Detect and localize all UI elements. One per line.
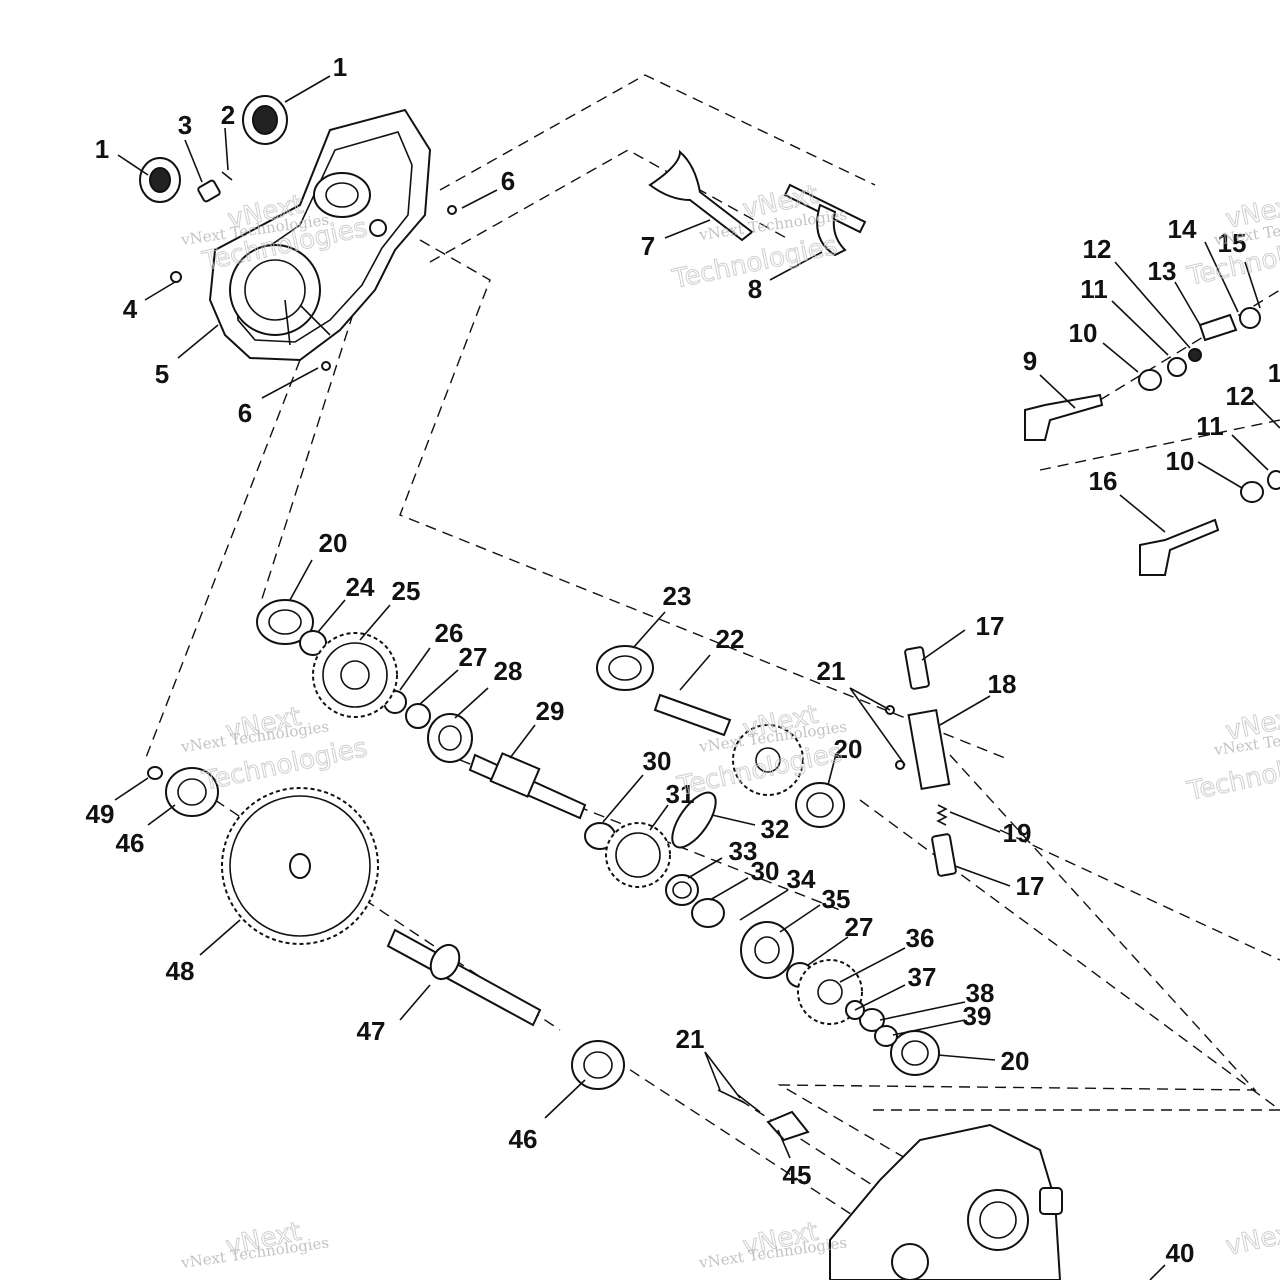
bearing-part <box>256 599 314 645</box>
callout-number: 27 <box>459 642 488 672</box>
callout-number: 11 <box>1196 411 1224 441</box>
shift-guide-part <box>885 646 957 877</box>
callout-number: 13 <box>1148 256 1177 286</box>
callout-number: 27 <box>845 912 874 942</box>
crankcase-cover-part <box>208 108 432 362</box>
callout-number: 49 <box>86 799 115 829</box>
callout-number: 21 <box>676 1024 705 1054</box>
leader-lines <box>114 75 1280 1280</box>
callout-number: 6 <box>501 166 515 196</box>
callout-number: 30 <box>643 746 672 776</box>
shift-fork-part <box>648 149 867 257</box>
callout-number: 17 <box>976 611 1005 641</box>
watermark-text: vNext <box>1223 1217 1280 1262</box>
bearing-part <box>596 645 654 691</box>
callout-number: 21 <box>817 656 846 686</box>
callout-number: 1 <box>333 52 347 82</box>
callout-number: 30 <box>751 856 780 886</box>
bearing-part <box>795 782 845 828</box>
callout-number: 39 <box>963 1001 992 1031</box>
collar-part <box>427 713 473 763</box>
output-shaft-part <box>386 928 542 1027</box>
crankcase-part <box>829 1123 1063 1280</box>
callout-number: 38 <box>966 978 995 1008</box>
bearing-part <box>571 1040 625 1090</box>
callout-number: 16 <box>1089 466 1118 496</box>
callout-number: 17 <box>1016 871 1045 901</box>
callout-number: 3 <box>178 110 192 140</box>
callout-number: 35 <box>822 884 851 914</box>
callout-number: 37 <box>908 962 937 992</box>
watermark: vNext vNext Technologies Technologies vN… <box>179 179 1280 1272</box>
callout-number: 20 <box>1001 1046 1030 1076</box>
callout-number: 12 <box>1226 381 1255 411</box>
callout-number: 18 <box>988 669 1017 699</box>
callout-number: 32 <box>761 814 790 844</box>
callout-number: 5 <box>155 359 169 389</box>
callout-number: 2 <box>221 100 235 130</box>
callout-number: 40 <box>1166 1238 1195 1268</box>
callout-number: 45 <box>783 1160 812 1190</box>
callout-number: 48 <box>166 956 195 986</box>
bearing-part <box>890 1030 940 1076</box>
callout-number: 34 <box>787 864 816 894</box>
callout-number: 4 <box>123 294 138 324</box>
callout-number: 14 <box>1168 214 1197 244</box>
callout-number: 20 <box>319 528 348 558</box>
needle-bearing-part <box>665 791 865 1020</box>
callout-number: 1 <box>95 134 109 164</box>
shift-drum-part <box>1024 307 1280 576</box>
gear-part <box>732 724 804 796</box>
callout-number: 1 <box>1268 358 1280 388</box>
callout-number: 26 <box>435 618 464 648</box>
callout-number: 25 <box>392 576 421 606</box>
callout-number: 20 <box>834 734 863 764</box>
callout-number: 47 <box>357 1016 386 1046</box>
callout-number: 23 <box>663 581 692 611</box>
callout-number: 31 <box>666 779 695 809</box>
oil-seal-part <box>242 95 288 145</box>
callout-number: 24 <box>346 572 375 602</box>
large-gear-part <box>221 787 379 945</box>
callout-number: 6 <box>238 398 252 428</box>
callout-number: 7 <box>641 231 655 261</box>
callout-number: 19 <box>1003 818 1032 848</box>
callout-number: 10 <box>1069 318 1098 348</box>
callout-number: 33 <box>729 836 758 866</box>
callout-number: 22 <box>716 624 745 654</box>
dowel-pin-part <box>170 171 457 371</box>
lock-plate-part <box>717 1089 810 1142</box>
callout-number: 46 <box>509 1124 538 1154</box>
mainshaft-part <box>653 693 732 737</box>
oil-seal-part <box>139 157 181 203</box>
callout-number: 46 <box>116 828 145 858</box>
countershaft-part <box>468 752 587 820</box>
gear-part <box>312 632 398 718</box>
clutch-hub-part <box>740 921 794 979</box>
callout-number: 9 <box>1023 346 1037 376</box>
callout-number: 28 <box>494 656 523 686</box>
callout-number: 10 <box>1166 446 1195 476</box>
callout-number: 12 <box>1083 234 1112 264</box>
bearing-part <box>165 767 219 817</box>
gear-part <box>605 822 671 888</box>
callout-number: 29 <box>536 696 565 726</box>
callout-number: 11 <box>1080 274 1108 304</box>
callout-number: 15 <box>1218 228 1247 258</box>
washer-part <box>147 630 898 1047</box>
callout-number: 8 <box>748 274 762 304</box>
callout-number: 36 <box>906 923 935 953</box>
